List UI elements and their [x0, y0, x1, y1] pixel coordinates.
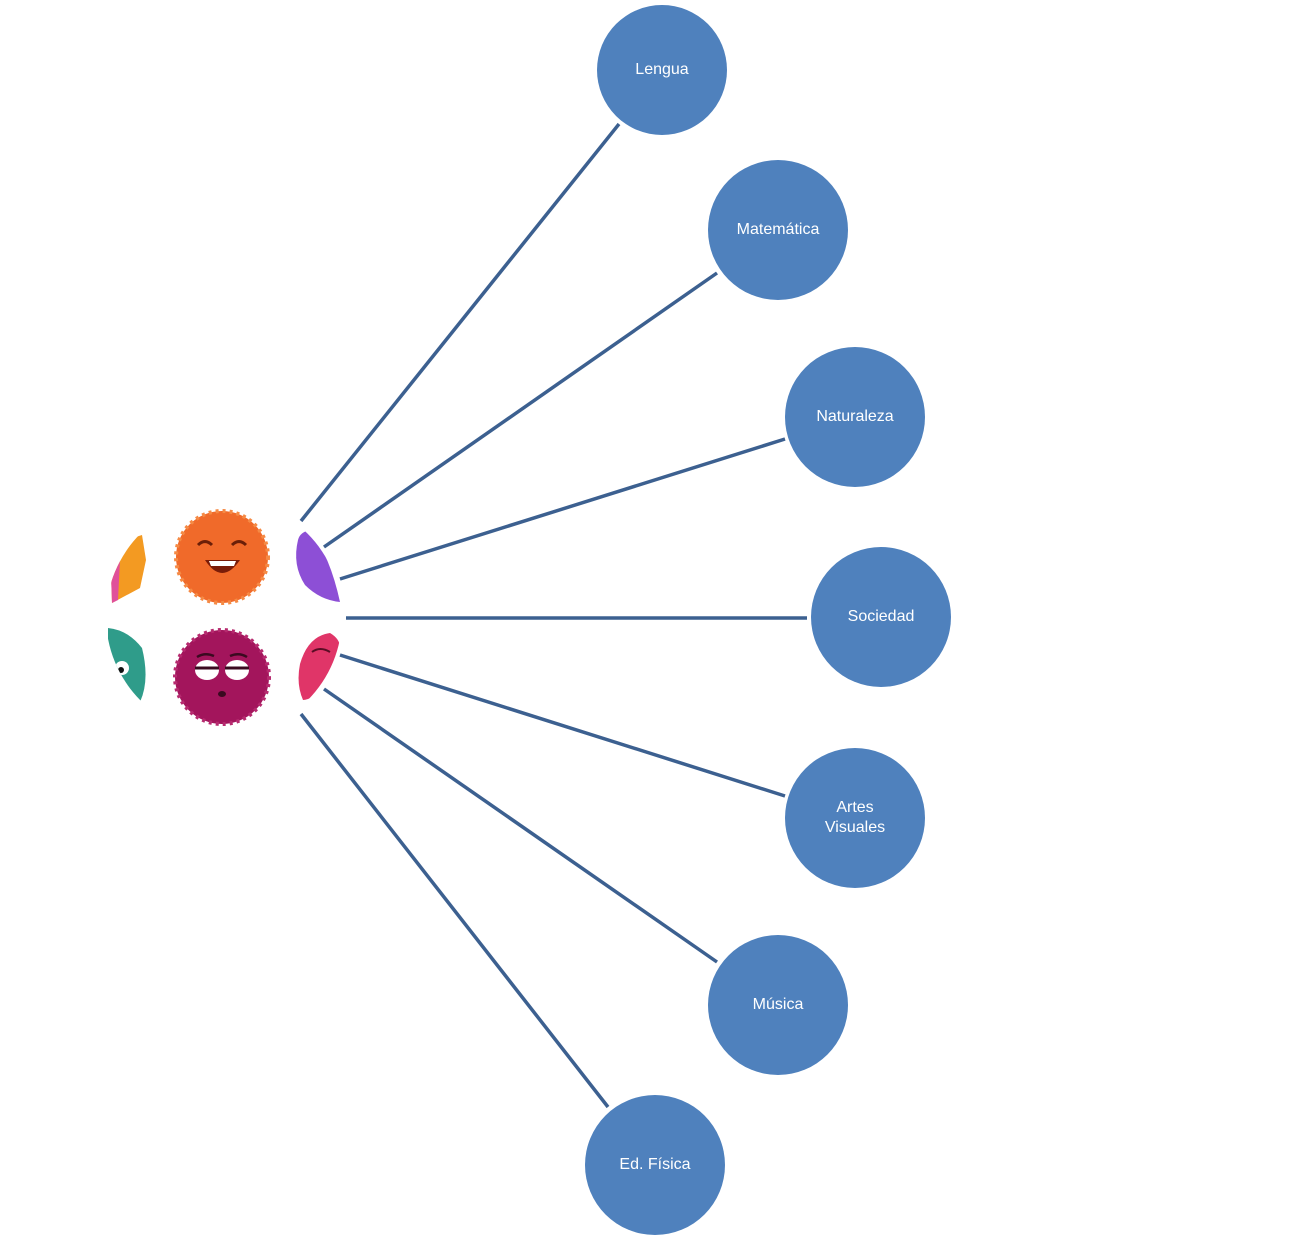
node-musica-circle — [708, 935, 848, 1075]
node-artes-visuales-circle — [785, 748, 925, 888]
connector-lengua — [299, 122, 621, 523]
fuzzy-monster-faces-icon — [108, 509, 341, 726]
node-lengua-label: Lengua — [635, 61, 688, 78]
node-ed-fisica[interactable]: Ed. Física — [585, 1095, 725, 1235]
connector-ed-fisica — [299, 712, 610, 1109]
node-sociedad-label: Sociedad — [848, 608, 915, 625]
teal-monster-partial — [108, 628, 146, 702]
connector-artes-visuales — [339, 653, 786, 798]
connector-musica — [323, 687, 718, 964]
node-musica[interactable]: Música — [708, 935, 848, 1075]
node-naturaleza-label: Naturaleza — [816, 408, 893, 425]
node-ed-fisica-label: Ed. Física — [619, 1156, 690, 1173]
node-label-line: Artes — [836, 799, 873, 816]
purple-monster-partial — [296, 530, 340, 602]
pink-monster-partial — [298, 633, 341, 700]
node-sociedad[interactable]: Sociedad — [811, 547, 951, 687]
connector-naturaleza — [339, 437, 786, 581]
node-lengua-circle — [597, 5, 727, 135]
node-matematica-circle — [708, 160, 848, 300]
node-lengua[interactable]: Lengua — [597, 5, 727, 135]
connectors — [299, 122, 807, 1109]
orange-monster-laughing — [174, 509, 270, 605]
orange-monster-partial — [110, 535, 146, 603]
node-naturaleza-circle — [785, 347, 925, 487]
node-matematica[interactable]: Matemática — [708, 160, 848, 300]
subject-nodes: Lengua Matemática Naturaleza Sociedad Ar… — [585, 5, 951, 1235]
connector-matematica — [322, 271, 719, 549]
node-sociedad-circle — [811, 547, 951, 687]
magenta-monster-sad — [173, 628, 271, 726]
node-musica-label: Música — [753, 996, 804, 1013]
node-label-line: Visuales — [825, 819, 885, 836]
node-naturaleza[interactable]: Naturaleza — [785, 347, 925, 487]
node-ed-fisica-circle — [585, 1095, 725, 1235]
node-matematica-label: Matemática — [737, 221, 820, 238]
